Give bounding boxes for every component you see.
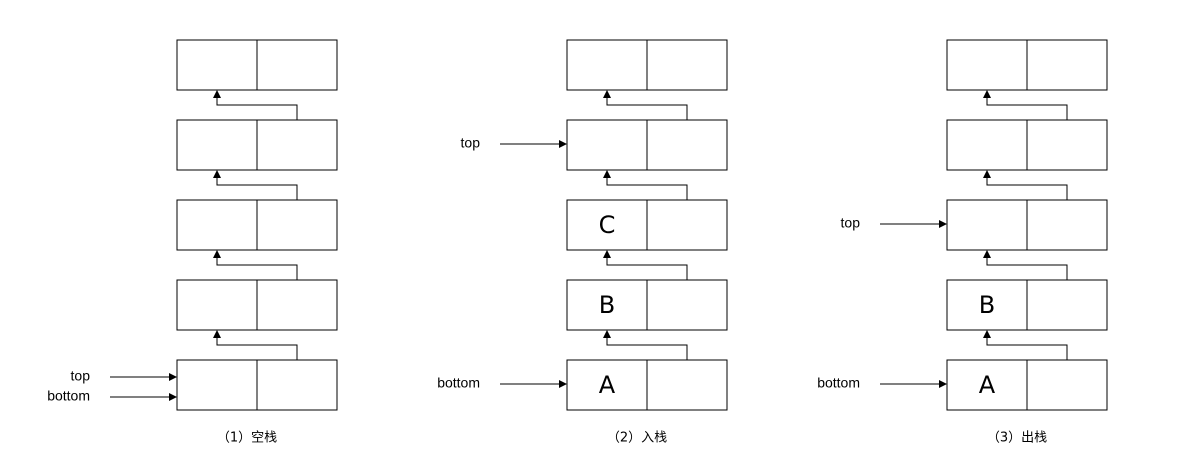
link-arrow — [603, 90, 688, 120]
link-arrow — [213, 330, 298, 360]
stack-node-2: C — [566, 199, 728, 251]
stack-node-3 — [566, 119, 728, 171]
node-value: B — [979, 291, 995, 319]
pointer-bottom: bottom — [47, 388, 177, 404]
link-arrow — [603, 250, 688, 280]
stack-node-2 — [176, 199, 338, 251]
link-arrow — [603, 170, 688, 200]
pointer-top: top — [841, 215, 947, 231]
node-value: A — [979, 371, 996, 399]
stack-node-0: A — [946, 359, 1108, 411]
stack-node-2 — [946, 199, 1108, 251]
stack-node-1: B — [566, 279, 728, 331]
stack-node-0: A — [566, 359, 728, 411]
stack-panel-1: top bottom （1）空栈 — [47, 39, 338, 446]
pointer-bottom: bottom — [817, 375, 947, 391]
link-arrow — [213, 90, 298, 120]
link-arrow — [983, 170, 1068, 200]
panel-caption: （2）入栈 — [607, 431, 667, 446]
stack-node-3 — [946, 119, 1108, 171]
pointer-label: top — [841, 215, 861, 231]
stack-node-4 — [176, 39, 338, 91]
node-value: B — [599, 291, 615, 319]
node-value: A — [599, 371, 616, 399]
pointer-label: bottom — [817, 375, 860, 391]
pointer-label: top — [461, 135, 481, 151]
link-arrow — [213, 250, 298, 280]
node-value: C — [599, 211, 616, 239]
stack-node-1: B — [946, 279, 1108, 331]
panel-caption: （1）空栈 — [217, 431, 277, 446]
stack-node-3 — [176, 119, 338, 171]
pointer-label: bottom — [47, 388, 90, 404]
link-arrow — [603, 330, 688, 360]
pointer-top: top — [461, 135, 567, 151]
pointer-top: top — [71, 368, 177, 384]
stack-node-0 — [176, 359, 338, 411]
pointer-bottom: bottom — [437, 375, 567, 391]
stack-node-1 — [176, 279, 338, 331]
stack-node-4 — [946, 39, 1108, 91]
link-arrow — [983, 90, 1068, 120]
panel-caption: （3）出栈 — [987, 431, 1047, 446]
link-arrow — [213, 170, 298, 200]
link-arrow — [983, 330, 1068, 360]
pointer-label: bottom — [437, 375, 480, 391]
pointer-label: top — [71, 368, 91, 384]
stack-node-4 — [566, 39, 728, 91]
link-arrow — [983, 250, 1068, 280]
